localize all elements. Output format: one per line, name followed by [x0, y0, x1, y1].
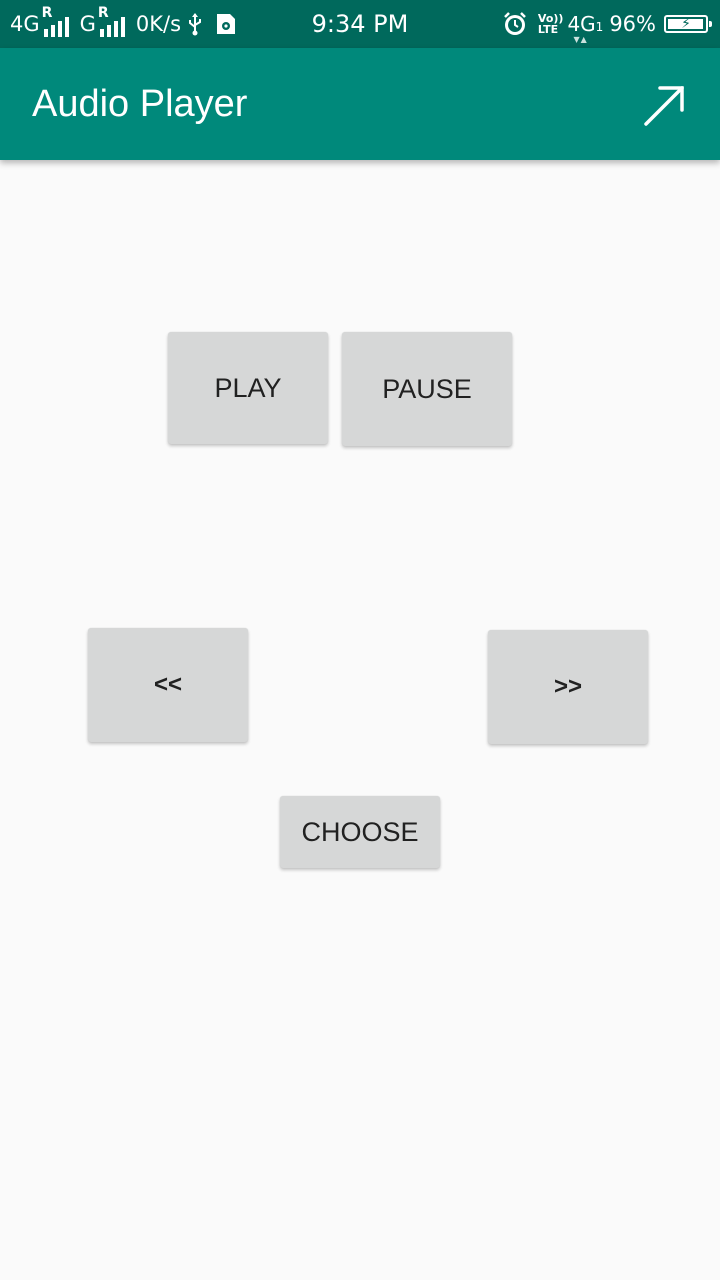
status-left: 4G R G R 0K/s — [10, 0, 237, 48]
open-external-arrow-icon[interactable] — [636, 78, 692, 134]
volte-bottom: LTE — [537, 23, 559, 36]
signal-2-icon: R — [98, 5, 128, 37]
pause-button[interactable]: PAUSE — [342, 332, 512, 446]
network-speed: 0K/s — [135, 12, 182, 36]
usb-icon — [187, 12, 203, 36]
play-button[interactable]: PLAY — [168, 332, 328, 444]
app-title: Audio Player — [32, 82, 248, 125]
status-bar: 4G R G R 0K/s — [0, 0, 720, 48]
next-button[interactable]: >> — [488, 630, 648, 744]
alarm-icon — [502, 11, 528, 37]
previous-button[interactable]: << — [88, 628, 248, 742]
battery-tip — [709, 21, 712, 27]
roaming-1-indicator: R — [41, 5, 53, 21]
charging-bolt-icon: ⚡ — [681, 16, 691, 32]
network-3-text: 4G — [567, 12, 596, 36]
app-bar: Audio Player — [0, 48, 720, 160]
status-right: Vo)) LTE 4G1 ▼▲ 96% ⚡ — [502, 0, 712, 48]
battery-charging-icon: ⚡ — [664, 15, 712, 33]
battery-fill — [668, 19, 703, 29]
choose-button[interactable]: CHOOSE — [280, 796, 440, 868]
data-activity-icon: ▼▲ — [573, 35, 588, 44]
volte-indicator: Vo)) LTE — [538, 13, 564, 35]
volte-top: Vo)) — [537, 12, 564, 25]
network-3-label: 4G1 ▼▲ — [567, 12, 604, 44]
signal-1-icon: R — [42, 5, 72, 37]
network-2-label: G — [79, 12, 96, 36]
network-1-label: 4G — [10, 12, 40, 36]
network-3-sub: 1 — [595, 20, 604, 34]
storage-icon — [215, 12, 237, 36]
battery-percent: 96% — [609, 12, 656, 36]
roaming-2-indicator: R — [97, 5, 109, 21]
